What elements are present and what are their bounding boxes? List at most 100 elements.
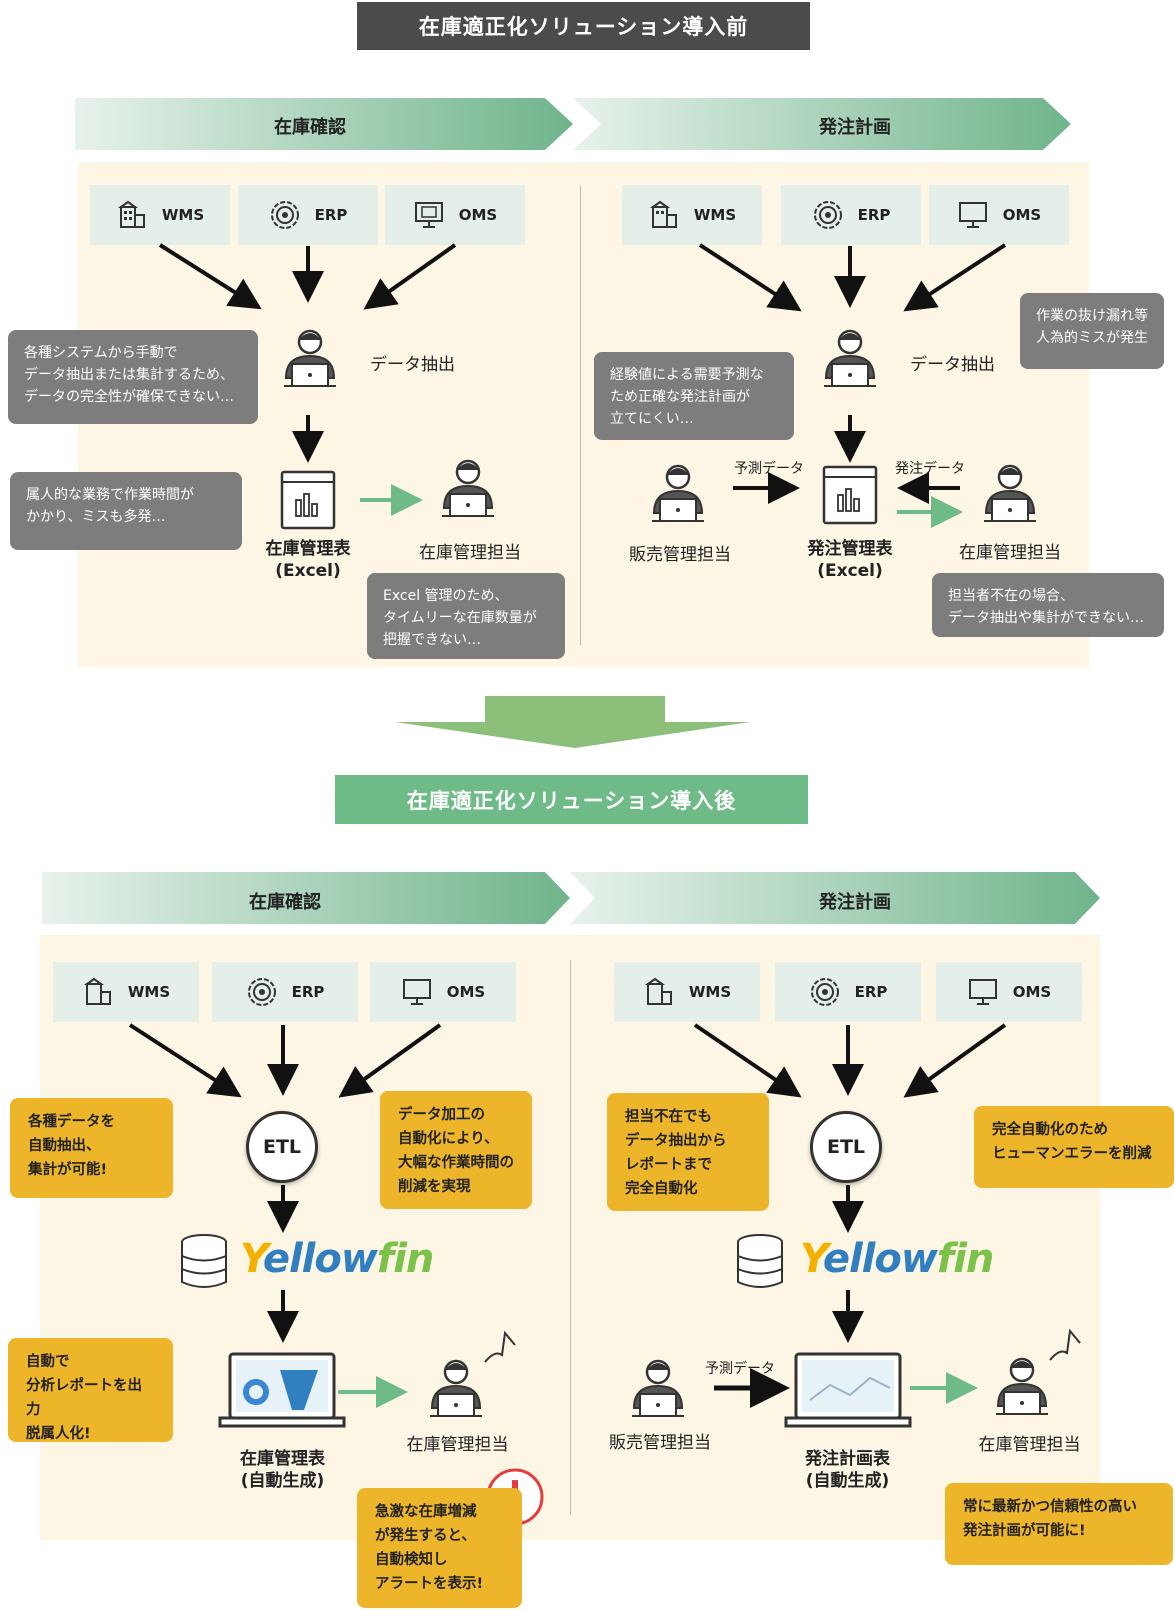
person-label: 在庫管理担当	[959, 543, 1061, 563]
monitor-icon	[968, 979, 997, 1005]
gear-cycle-icon	[813, 201, 842, 229]
system-oms: OMS	[370, 962, 516, 1022]
gear-cycle-icon	[247, 978, 276, 1006]
person-icon	[630, 1359, 686, 1418]
note-reduce-error: 完全自動化のため ヒューマンエラーを削減	[974, 1106, 1174, 1188]
arrow	[698, 243, 802, 312]
person-icon	[428, 1359, 484, 1418]
system-erp: ERP	[238, 185, 378, 245]
system-wms: WMS	[90, 185, 230, 245]
database-icon	[181, 1234, 227, 1288]
person-icon	[994, 1357, 1050, 1416]
yellowfin-logo: Yellowfin	[240, 1236, 434, 1282]
system-label: ERP	[857, 206, 891, 224]
note-experience: 経験値による需要予測な ため正確な発注計画が 立てにくい…	[594, 352, 794, 440]
note-processing: データ加工の 自動化により、 大幅な作業時間の 削減を実現	[380, 1091, 532, 1209]
etl-node: ETL	[810, 1111, 882, 1183]
monitor-icon	[414, 202, 443, 228]
note-absence: 担当者不在の場合、 データ抽出や集計ができない…	[932, 573, 1164, 637]
system-label: OMS	[1012, 983, 1052, 1001]
forecast-label: 予測データ	[705, 1361, 775, 1377]
laptop-icon	[218, 1352, 346, 1428]
yellowfin-logo: Yellowfin	[800, 1236, 994, 1282]
arrow	[128, 1023, 242, 1098]
system-wms: WMS	[614, 962, 760, 1022]
phase-label-inventory: 在庫確認	[274, 117, 346, 138]
note-reliable-plan: 常に最新かつ信頼性の高い 発注計画が可能に!	[945, 1483, 1173, 1565]
building-icon	[117, 200, 145, 228]
person-label: 在庫管理担当	[419, 543, 521, 563]
gear-cycle-icon	[270, 201, 299, 229]
system-wms: WMS	[53, 962, 199, 1022]
arrow	[903, 243, 1007, 312]
phase-banner-before	[75, 98, 1071, 150]
system-label: WMS	[693, 206, 737, 224]
system-label: ERP	[314, 206, 348, 224]
before-title: 在庫適正化ソリューション導入前	[357, 2, 810, 50]
database-icon	[737, 1234, 783, 1288]
note-personal-work: 属人的な業務で作業時間が かかり、ミスも多発…	[10, 472, 242, 550]
system-erp: ERP	[781, 185, 921, 245]
extract-label: データ抽出	[910, 355, 995, 375]
system-oms: OMS	[936, 962, 1082, 1022]
system-erp: ERP	[775, 962, 921, 1022]
arrow	[158, 243, 262, 310]
extract-label: データ抽出	[370, 355, 455, 375]
system-label: WMS	[161, 206, 205, 224]
note-manual-extract: 各種システムから手動で データ抽出または集計するため、 データの完全性が確保でき…	[8, 330, 258, 424]
system-wms: WMS	[622, 185, 762, 245]
phase-label-order: 発注計画	[819, 117, 891, 138]
arrow	[338, 1023, 442, 1098]
before-divider	[580, 185, 581, 645]
system-label: OMS	[458, 206, 498, 224]
system-label: OMS	[1002, 206, 1042, 224]
etl-node: ETL	[246, 1111, 318, 1183]
after-title: 在庫適正化ソリューション導入後	[335, 775, 808, 824]
phase-label-order: 発注計画	[819, 892, 891, 913]
building-icon	[649, 200, 677, 228]
person-label: 在庫管理担当	[978, 1435, 1081, 1455]
transition-arrow	[395, 696, 750, 748]
excel-label: 在庫管理表 (Excel)	[265, 539, 351, 581]
order-data-label: 発注データ	[895, 461, 965, 477]
arrow	[693, 1023, 802, 1098]
note-alert: 急激な在庫増減 が発生すると、 自動検知し アラートを表示!	[357, 1488, 522, 1608]
music-note-icon	[1049, 1328, 1081, 1361]
music-note-icon	[484, 1330, 516, 1363]
phase-banner-after	[42, 872, 1100, 924]
system-label: OMS	[446, 983, 486, 1001]
system-oms: OMS	[929, 185, 1069, 245]
note-excel: Excel 管理のため、 タイムリーな在庫数量が 把握できない…	[367, 573, 565, 659]
report-label: 発注計画表 (自動生成)	[805, 1449, 890, 1491]
system-label: ERP	[854, 983, 888, 1001]
building-icon	[644, 977, 672, 1005]
excel-label: 発注管理表 (Excel)	[807, 539, 893, 581]
system-label: ERP	[291, 983, 325, 1001]
system-label: WMS	[688, 983, 732, 1001]
funnel-icon	[280, 1370, 318, 1410]
note-auto-extract: 各種データを 自動抽出、 集計が可能!	[10, 1098, 173, 1198]
building-icon	[83, 977, 111, 1005]
arrow	[903, 1023, 1007, 1098]
sales-person-label: 販売管理担当	[609, 1433, 711, 1453]
arrow	[363, 243, 457, 310]
phase-label-inventory: 在庫確認	[249, 892, 321, 913]
line-chart-icon	[809, 1376, 891, 1401]
laptop-icon	[784, 1352, 912, 1428]
monitor-icon	[402, 979, 431, 1005]
donut-chart-icon	[243, 1379, 269, 1405]
system-oms: OMS	[385, 185, 525, 245]
system-erp: ERP	[212, 962, 358, 1022]
note-auto-report: 自動で 分析レポートを出力 脱属人化!	[8, 1338, 173, 1442]
report-label: 在庫管理表 (自動生成)	[240, 1449, 325, 1491]
forecast-label: 予測データ	[734, 461, 804, 477]
note-full-auto: 担当不在でも データ抽出から レポートまで 完全自動化	[607, 1093, 769, 1211]
gear-cycle-icon	[810, 978, 839, 1006]
sales-person-label: 販売管理担当	[629, 545, 731, 565]
note-human-error: 作業の抜け漏れ等 人為的ミスが発生	[1020, 293, 1164, 369]
system-label: WMS	[127, 983, 171, 1001]
after-divider	[570, 960, 571, 1515]
person-label: 在庫管理担当	[406, 1435, 509, 1455]
